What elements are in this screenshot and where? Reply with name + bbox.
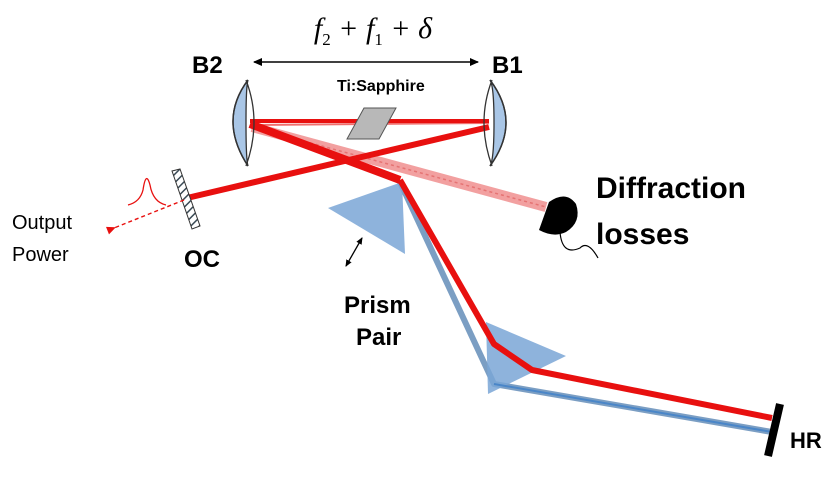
mirror-b1-edge xyxy=(489,79,507,167)
label-pair: Pair xyxy=(356,324,402,351)
label-prism: Prism xyxy=(344,292,411,319)
detector-icon xyxy=(539,196,578,235)
label-b1: B1 xyxy=(492,52,523,79)
prism-1 xyxy=(328,182,405,254)
mirror-b1-face xyxy=(483,79,493,167)
label-oc: OC xyxy=(184,246,220,273)
label-diffraction: Diffraction xyxy=(596,172,746,205)
detector-wire xyxy=(559,231,599,259)
beam-b2-to-prism xyxy=(248,120,402,184)
output-coupler xyxy=(171,168,201,230)
prism-2 xyxy=(486,322,566,394)
prism-translation-arrow xyxy=(345,237,363,267)
label-hr: HR xyxy=(790,428,822,453)
cavity-length-formula: f2 + f1 + δ xyxy=(313,12,433,49)
return-beam-thin xyxy=(493,383,773,433)
label-losses: losses xyxy=(596,218,690,251)
label-output: Output xyxy=(12,212,73,234)
ti-sapphire-crystal xyxy=(346,107,397,140)
pulse-icon xyxy=(127,178,167,206)
mirror-b2-face xyxy=(245,79,255,167)
beam-oc-to-b1 xyxy=(186,124,490,201)
label-power: Power xyxy=(12,244,69,266)
beam-prism-path xyxy=(397,178,773,421)
hr-mirror xyxy=(764,403,784,457)
return-beam-lower xyxy=(397,180,773,435)
mirror-b2-edge xyxy=(232,79,249,167)
label-b2: B2 xyxy=(192,52,223,79)
output-beam-arrow xyxy=(106,199,185,235)
label-ti-sapphire: Ti:Sapphire xyxy=(337,78,425,95)
